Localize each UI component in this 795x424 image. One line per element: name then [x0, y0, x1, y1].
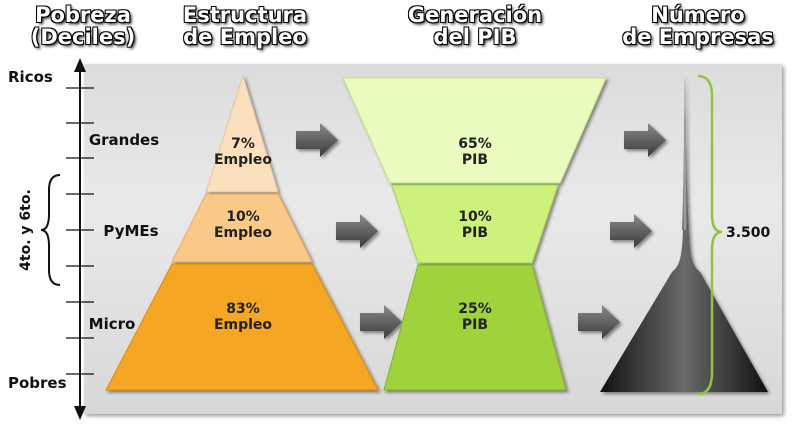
header-poverty-line1: Pobreza — [35, 3, 131, 27]
companies-cone-top — [682, 76, 688, 230]
arrow-right-icon — [578, 305, 620, 339]
gdp-segment-micro — [383, 264, 567, 391]
gdp-pymes-unit: PIB — [462, 225, 488, 241]
header-employment-line2: de Empleo — [183, 25, 307, 49]
employment-segment-grandes — [205, 74, 279, 193]
companies-total: 3.500 — [726, 225, 771, 241]
gdp-hourglass — [342, 77, 607, 391]
level-label-micro: Micro — [89, 315, 136, 333]
gdp-micro-unit: PIB — [462, 317, 488, 333]
companies-brace — [697, 74, 723, 396]
arrow-right-icon — [610, 214, 652, 248]
employment-micro-unit: Empleo — [214, 317, 272, 333]
employment-pyramid — [105, 74, 379, 391]
header-poverty-line2: (Deciles) — [30, 25, 136, 49]
gdp-grandes-unit: PIB — [462, 152, 488, 168]
deciles-bracket — [40, 174, 61, 286]
header-gdp: Generación del PIB — [400, 4, 550, 48]
axis-label-bottom: Pobres — [8, 374, 67, 392]
header-poverty: Pobreza (Deciles) — [28, 4, 138, 48]
employment-pymes-unit: Empleo — [214, 225, 272, 241]
header-companies-line1: Número — [651, 3, 745, 27]
companies-cone-shape — [600, 76, 768, 392]
arrow-right-icon — [296, 123, 338, 157]
employment-segment-pymes — [171, 193, 313, 263]
poverty-axis-arrow-top — [74, 58, 86, 72]
employment-grandes-value: 7% — [231, 136, 255, 152]
header-employment-line1: Estructura — [182, 3, 308, 27]
employment-segment-micro — [105, 263, 379, 391]
header-gdp-line1: Generación — [407, 3, 543, 27]
header-employment: Estructura de Empleo — [170, 4, 320, 48]
arrow-right-icon — [336, 214, 378, 248]
level-label-pymes: PyMEs — [103, 222, 158, 240]
axis-label-top: Ricos — [8, 68, 53, 86]
header-companies: Número de Empresas — [608, 4, 788, 48]
gdp-micro-value: 25% — [458, 301, 492, 317]
arrow-right-icon — [624, 123, 666, 157]
companies-cone — [600, 76, 768, 392]
poverty-axis-ticks — [66, 87, 94, 375]
employment-grandes-unit: Empleo — [214, 152, 272, 168]
employment-pymes-value: 10% — [226, 209, 260, 225]
gdp-grandes-value: 65% — [458, 136, 492, 152]
level-label-grandes: Grandes — [89, 131, 159, 149]
header-companies-line2: de Empresas — [622, 25, 774, 49]
header-gdp-line2: del PIB — [433, 25, 517, 49]
gdp-segment-pymes — [391, 184, 559, 264]
gdp-pymes-value: 10% — [458, 209, 492, 225]
gdp-segment-grandes — [342, 77, 607, 184]
arrow-right-icon — [360, 305, 402, 339]
poverty-axis-arrow-bottom — [74, 406, 86, 420]
employment-micro-value: 83% — [226, 301, 260, 317]
deciles-bracket-label: 4to. y 6to. — [18, 189, 34, 271]
